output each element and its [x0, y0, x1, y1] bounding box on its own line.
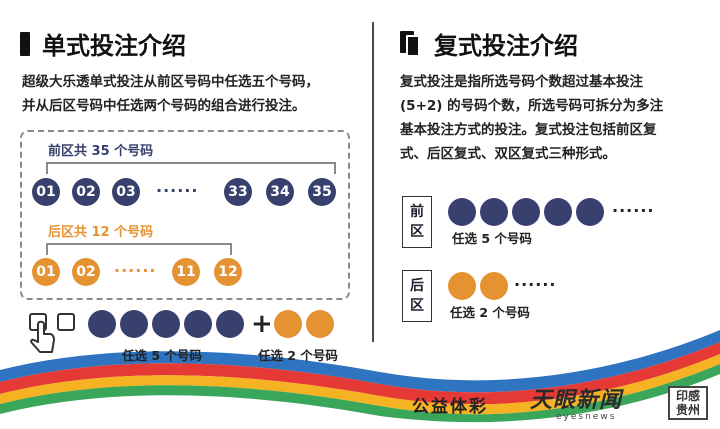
- pick2-label: 任选 2 个号码: [258, 348, 338, 363]
- front-ball: 02: [72, 178, 100, 206]
- pick-navy-ball: [120, 310, 148, 338]
- back-zone-bracket: [46, 243, 232, 255]
- front-zone-label: 前区共 35 个号码: [48, 144, 154, 159]
- front-zone-box: 前 区: [402, 196, 432, 248]
- compound-front-ball: [480, 198, 508, 226]
- stack-icon: [400, 30, 422, 57]
- front-ball: 33: [224, 178, 252, 206]
- news-logo: 天眼新闻: [530, 388, 623, 413]
- pick-orange-ball: [306, 310, 334, 338]
- compound-back-ball: [480, 272, 508, 300]
- front-ball: 35: [308, 178, 336, 206]
- compound-bet-description: 复式投注是指所选号码个数超过基本投注 (5+2) 的号码个数，所选号码可拆分为多…: [400, 74, 664, 162]
- decorative-waves: [0, 330, 720, 423]
- compound-back-ellipsis: ······: [514, 275, 557, 294]
- front-zone-bracket: [46, 162, 336, 174]
- single-bet-title: 单式投注介绍: [20, 26, 186, 61]
- front-ball: 03: [112, 178, 140, 206]
- hand-pick-icon: [29, 313, 75, 353]
- back-zone-label: 后区共 12 个号码: [48, 225, 154, 240]
- plus-sign: +: [251, 309, 273, 339]
- compound-bet-title: 复式投注介绍: [400, 26, 578, 61]
- example-dashed-box: [20, 130, 350, 300]
- compound-back-pick: 任选 2 个号码: [450, 305, 530, 320]
- guizhou-seal: 印感 贵州: [668, 386, 708, 420]
- pick5-label: 任选 5 个号码: [122, 348, 202, 363]
- compound-front-ball: [576, 198, 604, 226]
- title-bar-icon: [20, 31, 30, 56]
- front-ball: 01: [32, 178, 60, 206]
- pick-navy-ball: [88, 310, 116, 338]
- pick-navy-ball: [216, 310, 244, 338]
- back-ellipsis: ······: [114, 261, 157, 280]
- lottery-brand: 公益体彩: [412, 397, 488, 417]
- single-bet-title-text: 单式投注介绍: [42, 32, 186, 60]
- back-ball: 01: [32, 258, 60, 286]
- front-ball: 34: [266, 178, 294, 206]
- pick-orange-ball: [274, 310, 302, 338]
- back-ball: 12: [214, 258, 242, 286]
- back-zone-box: 后 区: [402, 270, 432, 322]
- compound-front-pick: 任选 5 个号码: [452, 231, 532, 246]
- news-logo-sub: eyesnews: [556, 412, 617, 422]
- front-ellipsis: ······: [156, 181, 199, 200]
- single-bet-description: 超级大乐透单式投注从前区号码中任选五个号码， 并从后区号码中任选两个号码的组合进…: [22, 74, 319, 114]
- back-ball: 11: [172, 258, 200, 286]
- compound-front-ball: [512, 198, 540, 226]
- pick-navy-ball: [152, 310, 180, 338]
- back-ball: 02: [72, 258, 100, 286]
- pick-navy-ball: [184, 310, 212, 338]
- section-divider: [372, 22, 374, 342]
- compound-front-ball: [544, 198, 572, 226]
- compound-front-ellipsis: ······: [612, 201, 655, 220]
- compound-bet-title-text: 复式投注介绍: [434, 32, 578, 60]
- compound-back-ball: [448, 272, 476, 300]
- compound-front-ball: [448, 198, 476, 226]
